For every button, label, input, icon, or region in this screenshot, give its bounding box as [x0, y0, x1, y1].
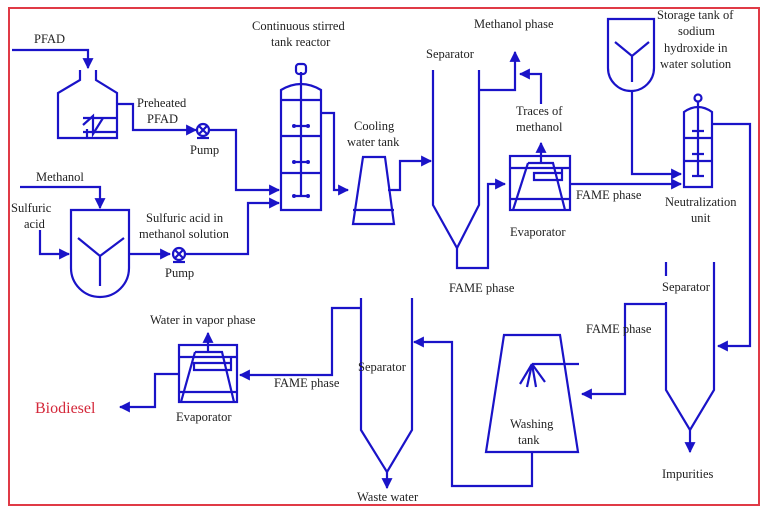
traces-methanol-line — [518, 68, 543, 104]
cooling-water-tank — [351, 155, 396, 226]
cstr-reactor — [279, 62, 323, 212]
neutralization-to-separator-line — [712, 122, 752, 352]
pfad-feed-line — [12, 48, 94, 70]
preheated-pfad-label-2: PFAD — [147, 112, 178, 126]
fame-phase-top-label: FAME phase — [449, 281, 515, 295]
acid-to-reactor-line — [185, 197, 281, 256]
preheated-pfad-line — [117, 102, 198, 136]
sulfuric-acid-feed-line — [38, 230, 71, 260]
washing-tank-label: Washing — [510, 417, 554, 431]
washing-to-separator-line — [412, 336, 534, 488]
pfad-preheater — [56, 70, 119, 140]
impurities-label: Impurities — [662, 467, 714, 481]
naoh-tank-label: Storage tank of — [657, 8, 734, 22]
biodiesel-output-line — [118, 372, 179, 413]
diagram-border — [8, 7, 760, 506]
reactor-to-cooling-line — [321, 111, 350, 196]
neutralization-unit — [682, 93, 714, 189]
traces-methanol-label-2: methanol — [516, 120, 563, 134]
fame-phase-mid-label: FAME phase — [576, 188, 642, 202]
separator-1-label: Separator — [426, 47, 475, 61]
methanol-phase-label: Methanol phase — [474, 17, 554, 31]
pfad-to-reactor-line — [209, 128, 281, 196]
preheated-pfad-label: Preheated — [137, 96, 187, 110]
pump-1 — [195, 122, 211, 140]
separator-3-label: Separator — [358, 360, 407, 374]
waste-water-label: Waste water — [357, 490, 419, 504]
sulfuric-acid-label-2: acid — [24, 217, 46, 231]
methanol-label: Methanol — [36, 170, 84, 184]
methanol-phase-line — [479, 50, 521, 92]
acid-mixing-tank — [69, 208, 131, 299]
cooling-tank-label: Cooling — [354, 119, 395, 133]
traces-methanol-label: Traces of — [516, 104, 563, 118]
cstr-label: Continuous stirred — [252, 19, 345, 33]
separator-3 — [359, 298, 414, 490]
naoh-storage-tank — [606, 17, 656, 93]
fame-to-washing-line — [580, 302, 666, 400]
fame-to-evaporator-2-line — [238, 306, 361, 381]
pump-2 — [171, 246, 187, 264]
acid-solution-label: Sulfuric acid in — [146, 211, 224, 225]
washing-tank-label-2: tank — [518, 433, 540, 447]
cstr-label-2: tank reactor — [271, 35, 331, 49]
neutralization-label: Neutralization — [665, 195, 737, 209]
sulfuric-acid-label: Sulfuric — [11, 201, 52, 215]
naoh-feed-line — [630, 91, 683, 180]
evaporator-2-label: Evaporator — [176, 410, 232, 424]
separator-1 — [431, 70, 507, 270]
pfad-label: PFAD — [34, 32, 65, 46]
methanol-feed-line — [20, 185, 106, 210]
evaporator-1 — [508, 154, 572, 212]
water-vapor-label: Water in vapor phase — [150, 313, 256, 327]
pump-2-label: Pump — [165, 266, 194, 280]
naoh-tank-label-2: sodium — [678, 24, 715, 38]
washing-tank — [484, 333, 580, 454]
fame-phase-right-label: FAME phase — [586, 322, 652, 336]
separator-2-label: Separator — [662, 280, 711, 294]
biodiesel-label: Biodiesel — [35, 400, 96, 417]
evaporator-1-label: Evaporator — [510, 225, 566, 239]
neutralization-label-2: unit — [691, 211, 711, 225]
evaporator-2 — [177, 343, 239, 404]
naoh-tank-label-4: water solution — [660, 57, 732, 71]
pump-1-label: Pump — [190, 143, 219, 157]
cooling-to-separator-line — [388, 155, 433, 192]
fame-phase-bottom-label: FAME phase — [274, 376, 340, 390]
separator-2 — [664, 262, 716, 454]
acid-solution-label-2: methanol solution — [139, 227, 230, 241]
naoh-tank-label-3: hydroxide in — [664, 41, 728, 55]
cooling-tank-label-2: water tank — [347, 135, 400, 149]
